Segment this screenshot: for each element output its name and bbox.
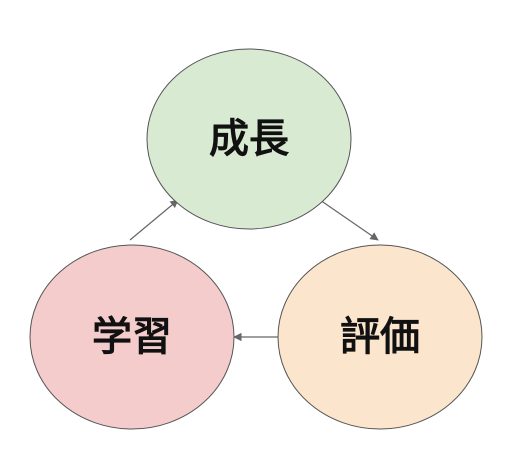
node-learning: 学習: [29, 244, 235, 430]
node-learning-circle: [29, 244, 235, 430]
node-evaluation-label: 評価: [340, 314, 420, 360]
arrow-learning-to-growth: [129, 199, 179, 241]
node-growth-circle: [146, 48, 352, 230]
node-growth: 成長: [146, 48, 352, 230]
node-growth-label: 成長: [209, 116, 290, 162]
node-evaluation-circle: [277, 244, 483, 430]
node-learning-label: 学習: [92, 314, 172, 360]
node-evaluation: 評価: [277, 244, 483, 430]
arrow-growth-to-evaluation: [319, 199, 379, 241]
